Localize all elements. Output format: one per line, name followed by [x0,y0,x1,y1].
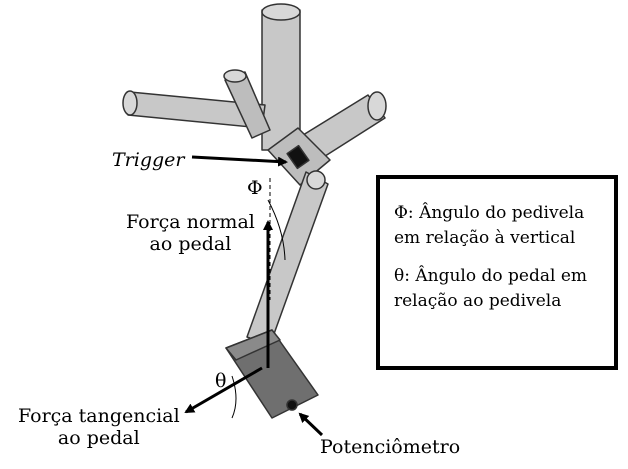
seat-stay-end [223,69,247,83]
tangential-force-line-2: ao pedal [57,426,140,449]
normal-force-line-1: Força normal [126,211,255,233]
theta-angle-arc [231,375,237,419]
crank-pivot [306,170,326,190]
trigger-arrow [191,155,288,167]
normal-force-label: Força normal ao pedal [126,211,255,256]
legend-phi-line-1: Φ: Ângulo do pedivela [394,203,585,223]
normal-force-line-2: ao pedal [149,232,232,255]
trigger-label: Trigger [112,149,185,171]
phi-angle-arc [267,199,286,261]
down-tube-end [367,91,387,121]
trigger-sensor [286,144,310,170]
theta-label: θ [215,370,227,392]
legend-theta-line-1: θ: Ângulo do pedal em [394,266,588,287]
chain-stay-end [122,90,138,116]
potentiometer-dot [286,399,298,411]
tangential-force-line-1: Força tangencial [18,405,180,427]
potentiometer-arrow [298,412,324,437]
legend-phi: Φ: Ângulo do pedivela em relação à verti… [394,201,606,250]
seat-tube-end [261,3,301,21]
phi-label: Φ [247,177,263,199]
legend-theta-line-2: relação ao pedivela [394,290,562,311]
potentiometer-label: Potenciômetro [320,436,461,458]
legend-theta: θ: Ângulo do pedal em relação ao pedivel… [394,264,606,313]
tangential-force-label: Força tangencial ao pedal [18,405,180,450]
legend-phi-line-2: em relação à vertical [394,227,576,248]
legend-box: Φ: Ângulo do pedivela em relação à verti… [376,175,618,370]
tangential-force-arrow [184,366,263,414]
